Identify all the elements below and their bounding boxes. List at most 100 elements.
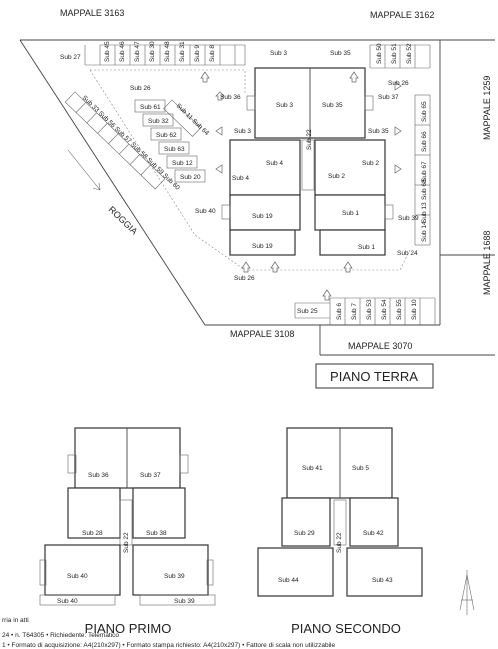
garage-strip-top-right <box>369 45 431 68</box>
label-ground_labels-sub48: Sub 48 <box>164 41 171 62</box>
label-ground_labels-sub54: Sub 54 <box>381 299 388 320</box>
label-first_floor_labels-sub22: Sub 22 <box>123 532 130 553</box>
label-second_floor_labels-sub44: Sub 44 <box>278 577 299 584</box>
label-ground_labels-sub65: Sub 65 <box>421 101 428 122</box>
garage-strip-top-left <box>99 45 246 65</box>
label-ground_labels-sub4: Sub 4 <box>266 160 283 167</box>
label-ground_labels-sub25: Sub 25 <box>297 308 318 315</box>
footer-line-1: rria in atti <box>2 617 29 624</box>
garage-strip-bottom <box>294 297 436 325</box>
label-ground_labels-sub1: Sub 1 <box>358 244 375 251</box>
label-ground_labels-sub50: Sub 50 <box>376 43 383 64</box>
label-mappali-m3070: MAPPALE 3070 <box>348 341 412 351</box>
label-ground_labels-sub12: Sub 12 <box>172 160 193 167</box>
label-second_floor_labels-sub42: Sub 42 <box>363 530 384 537</box>
label-ground_labels-sub36: Sub 36 <box>220 94 241 101</box>
title-piano-terra-text: PIANO TERRA <box>330 369 418 384</box>
label-mappali-m3163: MAPPALE 3163 <box>60 8 124 18</box>
label-ground_labels-sub26: Sub 26 <box>234 275 255 282</box>
label-mappali-m1688: MAPPALE 1688 <box>482 231 492 295</box>
label-ground_labels-sub35: Sub 35 <box>330 50 351 57</box>
label-first_floor_labels-sub37: Sub 37 <box>140 472 161 479</box>
title-piano-primo: PIANO PRIMO <box>85 621 172 636</box>
first-floor-plan <box>39 427 216 606</box>
second-floor-plan <box>257 427 423 597</box>
label-ground_labels-sub39: Sub 39 <box>398 215 419 222</box>
label-ground_labels-sub8: Sub 8 <box>209 45 216 62</box>
label-ground_labels-sub37: Sub 37 <box>378 94 399 101</box>
label-ground_labels-sub68: Sub 68 <box>421 179 428 200</box>
stepped-garages <box>134 99 206 183</box>
label-ground_labels-sub31: Sub 31 <box>179 41 186 62</box>
label-ground_labels-sub55: Sub 55 <box>396 299 403 320</box>
label-second_floor_labels-sub22: Sub 22 <box>336 532 343 553</box>
footer-line-2: 24 • n. T64305 • Richiedente: Telematico <box>2 632 119 639</box>
ground-floor-building <box>221 67 394 256</box>
footer-line-3: 1 • Formato di acquisizione: A4(210x297)… <box>2 642 335 649</box>
title-piano-primo-text: PIANO PRIMO <box>85 621 172 636</box>
label-ground_labels-sub6: Sub 6 <box>336 303 343 320</box>
label-first_floor_labels-sub40: Sub 40 <box>57 598 78 605</box>
label-ground_labels-sub53: Sub 53 <box>366 299 373 320</box>
label-first_floor_labels-sub39: Sub 39 <box>164 573 185 580</box>
label-second_floor_labels-sub5: Sub 5 <box>352 465 369 472</box>
entrance-arrows <box>200 71 402 301</box>
label-ground_labels-sub46: Sub 46 <box>119 41 126 62</box>
label-second_floor_labels-sub43: Sub 43 <box>372 577 393 584</box>
north-arrow-icon <box>459 570 475 615</box>
label-second_floor_labels-sub41: Sub 41 <box>302 465 323 472</box>
label-ground_labels-sub27: Sub 27 <box>60 54 81 61</box>
label-ground_labels-sub19: Sub 19 <box>252 213 273 220</box>
label-second_floor_labels-sub29: Sub 29 <box>294 530 315 537</box>
label-ground_labels-sub19: Sub 19 <box>252 243 273 250</box>
label-ground_labels-sub3: Sub 3 <box>270 50 287 57</box>
label-ground_labels-sub45: Sub 45 <box>104 41 111 62</box>
label-mappali-m3162: MAPPALE 3162 <box>370 10 434 20</box>
label-ground_labels-sub26: Sub 26 <box>388 80 409 87</box>
label-ground_labels-sub1: Sub 1 <box>342 210 359 217</box>
label-first_floor_labels-sub40: Sub 40 <box>67 573 88 580</box>
label-ground_labels-sub62: Sub 62 <box>156 132 177 139</box>
label-mappali-m3108: MAPPALE 3108 <box>230 329 294 339</box>
label-first_floor_labels-sub39: Sub 39 <box>174 598 195 605</box>
label-ground_labels-sub63: Sub 63 <box>164 146 185 153</box>
label-ground_labels-sub7: Sub 7 <box>351 303 358 320</box>
garage-strip-right <box>414 94 431 246</box>
label-ground_labels-diag: Sub 33 Sub 56 Sub 57 Sub 58 Sub 59 Sub 6… <box>81 94 182 191</box>
label-ground_labels-sub40: Sub 40 <box>195 208 216 215</box>
label-ground_labels-sub13: Sub 13 <box>421 202 428 223</box>
label-ground_labels-sub20: Sub 20 <box>180 174 201 181</box>
label-ground_labels-sub51: Sub 51 <box>391 43 398 64</box>
label-first_floor_labels-sub36: Sub 36 <box>88 472 109 479</box>
label-ground_labels-sub32: Sub 32 <box>148 118 169 125</box>
label-ground_labels-sub66: Sub 66 <box>421 131 428 152</box>
label-ground_labels-sub3: Sub 3 <box>276 102 293 109</box>
label-ground_labels-sub24: Sub 24 <box>397 250 418 257</box>
label-ground_labels-sub47: Sub 47 <box>134 41 141 62</box>
label-ground_labels-sub67: Sub 67 <box>421 161 428 182</box>
title-piano-secondo: PIANO SECONDO <box>291 621 401 636</box>
label-roggia: ROGGIA <box>107 204 140 236</box>
label-ground_labels-sub3: Sub 3 <box>234 128 251 135</box>
label-ground_labels-sub30: Sub 30 <box>149 41 156 62</box>
label-ground_labels-sub2: Sub 2 <box>362 160 379 167</box>
label-ground_labels-sub14: Sub 14 <box>421 221 428 242</box>
label-ground_labels-sub35: Sub 35 <box>368 128 389 135</box>
site-boundaries <box>19 39 495 356</box>
label-ground_labels-sub9: Sub 9 <box>194 45 201 62</box>
title-piano-terra: PIANO TERRA <box>315 363 434 389</box>
label-first_floor_labels-sub38: Sub 38 <box>146 530 167 537</box>
label-ground_labels-sub52: Sub 52 <box>406 43 413 64</box>
label-ground_labels-sub2: Sub 2 <box>328 173 345 180</box>
label-first_floor_labels-sub28: Sub 28 <box>82 530 103 537</box>
label-ground_labels-sub35: Sub 35 <box>322 102 343 109</box>
label-ground_labels-sub1164: Sub 11 Sub 64 <box>175 102 211 137</box>
label-mappali-m1259: MAPPALE 1259 <box>482 76 492 140</box>
title-piano-secondo-text: PIANO SECONDO <box>291 621 401 636</box>
label-ground_labels-sub4: Sub 4 <box>232 175 249 182</box>
label-ground_labels-sub22: Sub 22 <box>306 129 313 150</box>
label-ground_labels-sub26: Sub 26 <box>130 85 151 92</box>
label-ground_labels-sub10: Sub 10 <box>411 299 418 320</box>
